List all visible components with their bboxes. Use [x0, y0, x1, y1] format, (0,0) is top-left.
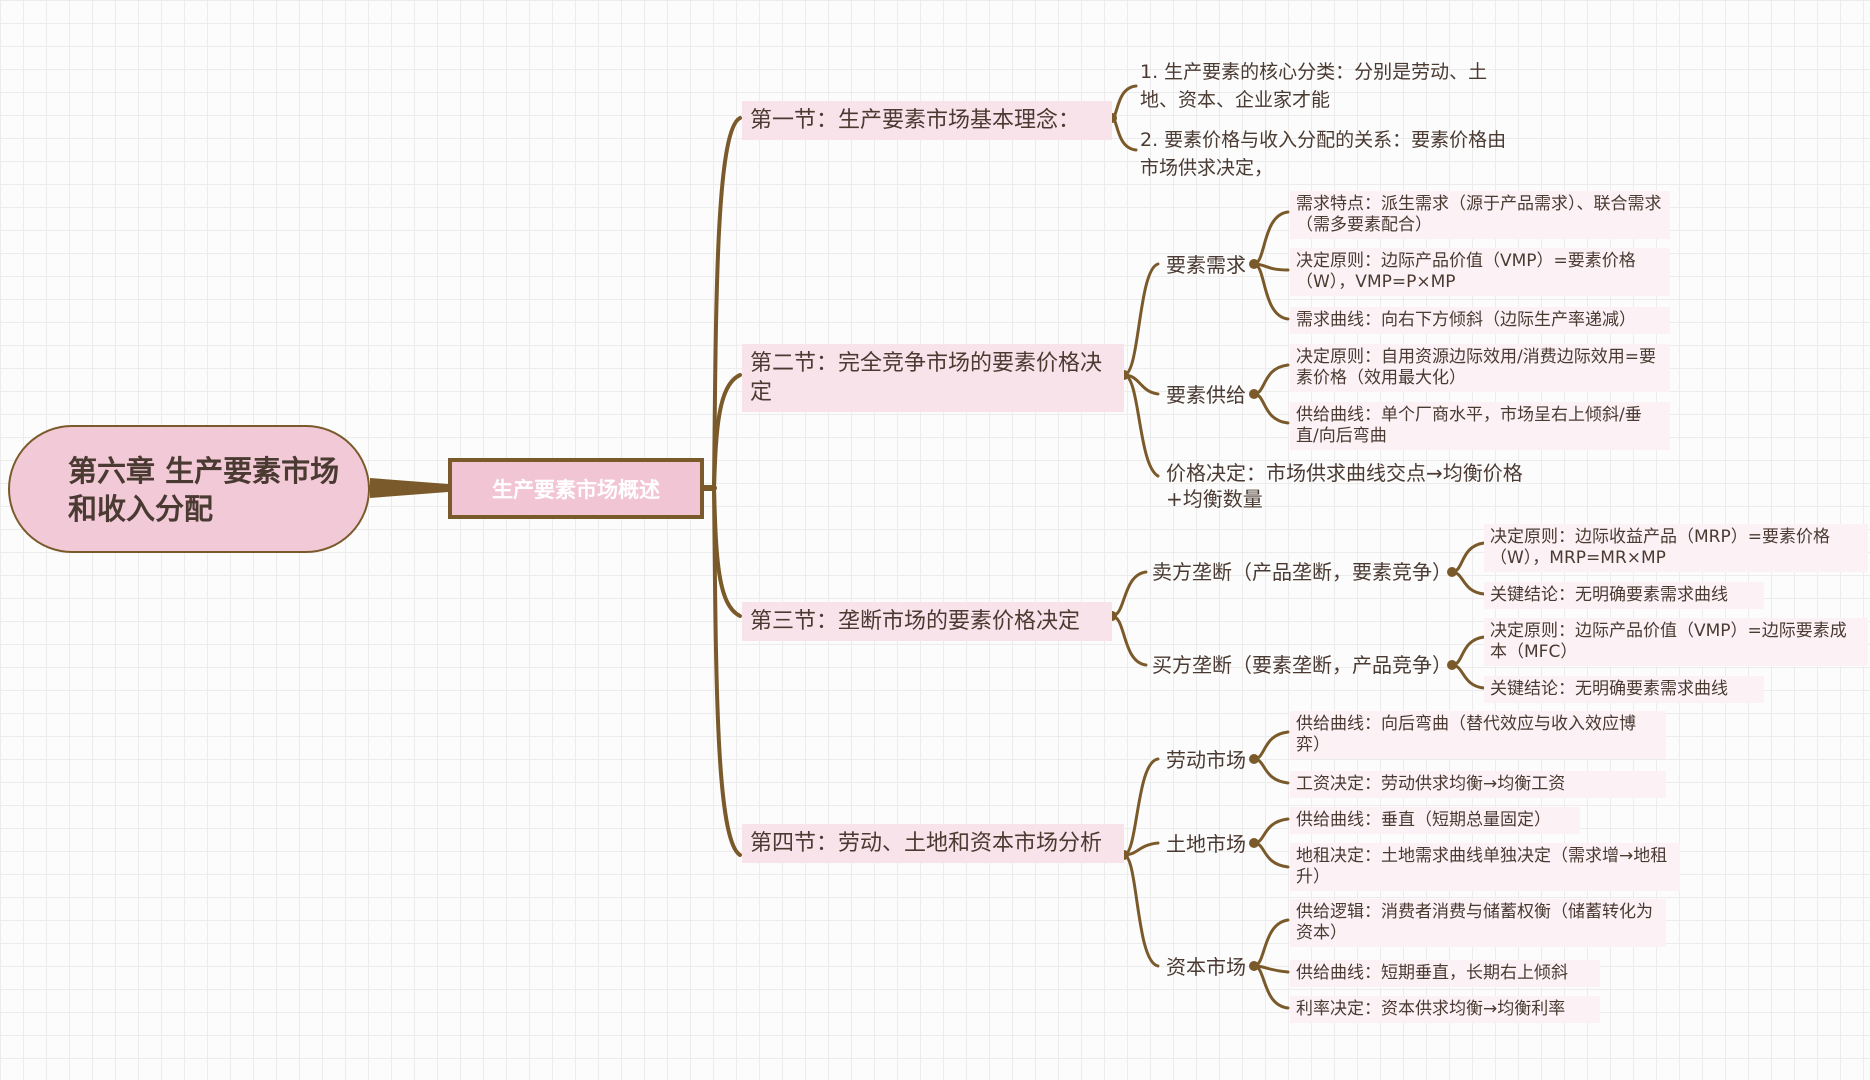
capital-item-logic[interactable]: 供给逻辑：消费者消费与储蓄权衡（储蓄转化为资本）	[1290, 899, 1666, 947]
labor-item-supply[interactable]: 供给曲线：向后弯曲（替代效应与收入效应博弈）	[1290, 711, 1666, 759]
section-1-title[interactable]: 第一节：生产要素市场基本理念：	[742, 101, 1112, 140]
seller-item-principle[interactable]: 决定原则：边际收益产品（MRP）=要素价格（W），MRP=MR×MP	[1484, 524, 1868, 572]
factor-demand-node[interactable]: 要素需求	[1166, 253, 1246, 277]
demand-item-characteristics[interactable]: 需求特点：派生需求（源于产品需求）、联合需求（需多要素配合）	[1290, 191, 1670, 239]
section-1-point-2[interactable]: 2. 要素价格与收入分配的关系：要素价格由市场供求决定，	[1140, 129, 1507, 179]
supply-item-principle[interactable]: 决定原则：自用资源边际效用/消费边际效用=要素价格（效用最大化）	[1290, 344, 1670, 392]
buyer-item-conclusion[interactable]: 关键结论：无明确要素需求曲线	[1484, 676, 1764, 703]
land-item-rent[interactable]: 地租决定：土地需求曲线单独决定（需求增→地租升）	[1290, 843, 1680, 891]
labor-market-node[interactable]: 劳动市场	[1166, 748, 1246, 772]
land-market-node[interactable]: 土地市场	[1166, 832, 1246, 856]
capital-item-supply[interactable]: 供给曲线：短期垂直，长期右上倾斜	[1290, 960, 1600, 987]
seller-monopoly-node[interactable]: 卖方垄断（产品垄断，要素竞争）	[1152, 560, 1452, 584]
seller-item-conclusion[interactable]: 关键结论：无明确要素需求曲线	[1484, 582, 1764, 609]
land-item-supply[interactable]: 供给曲线：垂直（短期总量固定）	[1290, 807, 1580, 834]
section-4-title[interactable]: 第四节：劳动、土地和资本市场分析	[742, 824, 1124, 863]
main-topic[interactable]: 生产要素市场概述	[448, 458, 704, 519]
demand-item-principle[interactable]: 决定原则：边际产品价值（VMP）=要素价格（W），VMP=P×MP	[1290, 248, 1670, 296]
buyer-item-principle[interactable]: 决定原则：边际产品价值（VMP）=边际要素成本（MFC）	[1484, 618, 1868, 666]
buyer-monopoly-node[interactable]: 买方垄断（要素垄断，产品竞争）	[1152, 653, 1452, 677]
price-determination-node[interactable]: 价格决定：市场供求曲线交点→均衡价格+均衡数量	[1166, 461, 1523, 511]
factor-supply-node[interactable]: 要素供给	[1166, 383, 1246, 407]
section-2-title[interactable]: 第二节：完全竞争市场的要素价格决定	[742, 344, 1124, 412]
supply-item-curve[interactable]: 供给曲线：单个厂商水平，市场呈右上倾斜/垂直/向后弯曲	[1290, 402, 1670, 450]
capital-market-node[interactable]: 资本市场	[1166, 955, 1246, 979]
capital-item-interest[interactable]: 利率决定：资本供求均衡→均衡利率	[1290, 996, 1600, 1023]
demand-item-curve[interactable]: 需求曲线：向右下方倾斜（边际生产率递减）	[1290, 307, 1670, 334]
section-1-point-1[interactable]: 1. 生产要素的核心分类：分别是劳动、土地、资本、企业家才能	[1140, 61, 1488, 111]
section-3-title[interactable]: 第三节：垄断市场的要素价格决定	[742, 602, 1112, 641]
labor-item-wage[interactable]: 工资决定：劳动供求均衡→均衡工资	[1290, 771, 1666, 798]
root-topic[interactable]: 第六章 生产要素市场和收入分配	[8, 425, 370, 553]
